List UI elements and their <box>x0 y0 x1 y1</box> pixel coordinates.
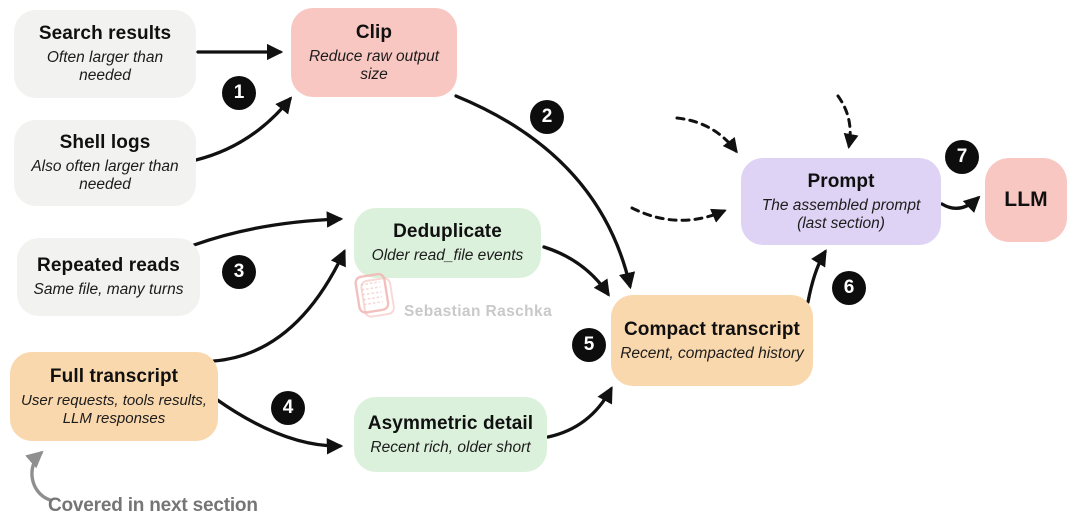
node-title: Asymmetric detail <box>367 412 534 434</box>
dashed-arrow-into-prompt-left <box>630 206 727 223</box>
step-badge-2: 2 <box>530 100 564 134</box>
caption-arrow <box>25 450 52 502</box>
step-badge-label: 3 <box>233 261 245 282</box>
node-llm: LLM <box>985 158 1067 242</box>
arrow-dedup-to-compact <box>542 245 610 297</box>
node-title: Search results <box>38 23 172 45</box>
watermark-text: Sebastian Raschka <box>404 303 553 320</box>
node-subtitle: The assembled prompt (last section) <box>761 196 921 232</box>
step-badge-5: 5 <box>572 328 606 362</box>
step-badge-4: 4 <box>271 391 305 425</box>
node-subtitle: Recent rich, older short <box>370 438 531 456</box>
arrow-prompt-to-llm <box>940 195 981 214</box>
step-badge-7: 7 <box>945 140 979 174</box>
node-title: Clip <box>355 21 393 43</box>
node-subtitle: Older read_file events <box>371 247 524 265</box>
node-title: Repeated reads <box>37 255 180 277</box>
node-subtitle: Also often larger than needed <box>31 158 179 193</box>
step-badge-label: 2 <box>541 106 553 127</box>
node-clip: Clip Reduce raw output size <box>291 8 457 97</box>
node-asymmetric-detail: Asymmetric detail Recent rich, older sho… <box>354 397 547 472</box>
arrow-clip-to-compact <box>454 94 636 290</box>
step-badge-label: 1 <box>233 82 245 103</box>
node-repeated-reads: Repeated reads Same file, many turns <box>17 238 200 316</box>
node-title: Deduplicate <box>393 221 502 243</box>
stamp-icon <box>352 272 398 327</box>
node-subtitle: Same file, many turns <box>33 281 184 299</box>
node-title: Shell logs <box>59 132 151 154</box>
step-badge-1: 1 <box>222 76 256 110</box>
arrow-full-to-asym <box>214 397 344 455</box>
node-search-results: Search results Often larger than needed <box>14 10 196 98</box>
node-subtitle: User requests, tools results, LLM respon… <box>21 392 207 427</box>
arrow-repeated-to-dedup <box>192 211 344 247</box>
step-badge-3: 3 <box>222 255 256 289</box>
node-subtitle: Often larger than needed <box>46 49 164 84</box>
node-deduplicate: Deduplicate Older read_file events <box>354 208 541 278</box>
arrow-asym-to-compact <box>546 386 613 439</box>
step-badge-label: 7 <box>956 146 968 167</box>
step-badge-label: 4 <box>282 397 294 418</box>
node-subtitle: Reduce raw output size <box>308 47 440 83</box>
caption-covered-next-section: Covered in next section <box>48 495 258 516</box>
dashed-arrow-into-prompt-left-top <box>675 116 738 154</box>
node-prompt: Prompt The assembled prompt (last sectio… <box>741 158 941 245</box>
node-title: Prompt <box>807 170 875 192</box>
node-title: Compact transcript <box>623 318 800 340</box>
node-title: Full transcript <box>49 366 179 388</box>
node-subtitle: Recent, compacted history <box>620 344 804 362</box>
node-shell-logs: Shell logs Also often larger than needed <box>14 120 196 206</box>
watermark: Sebastian Raschka <box>352 272 552 327</box>
arrow-full-to-dedup <box>212 249 346 363</box>
arrow-compact-to-prompt <box>806 249 827 304</box>
arrow-shell-to-clip <box>194 96 293 162</box>
step-badge-6: 6 <box>832 271 866 305</box>
dashed-arrow-into-prompt-top <box>836 94 859 149</box>
node-title: LLM <box>1004 188 1048 211</box>
step-badge-label: 5 <box>583 334 595 355</box>
node-compact-transcript: Compact transcript Recent, compacted his… <box>611 295 813 386</box>
step-badge-label: 6 <box>843 277 855 298</box>
node-full-transcript: Full transcript User requests, tools res… <box>10 352 218 441</box>
